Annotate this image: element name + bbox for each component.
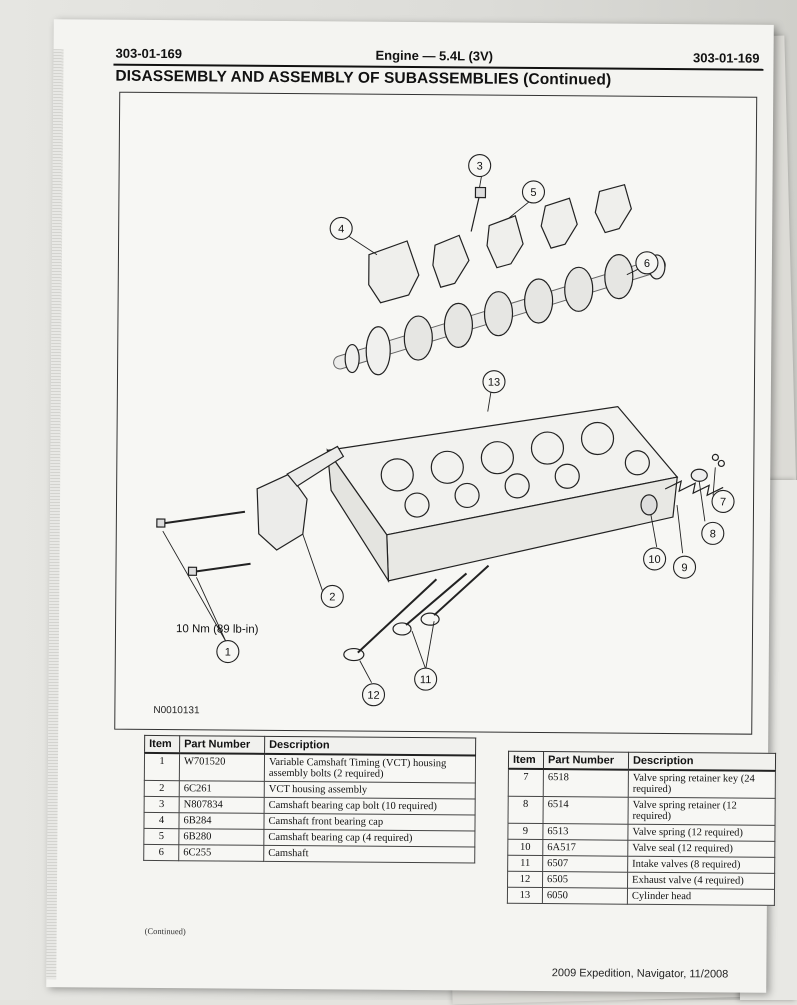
description-cell: Intake valves (8 required) — [627, 856, 775, 874]
torque-spec-label: 10 Nm (89 lb-in) — [175, 623, 259, 636]
page-number-left: 303-01-169 — [115, 45, 183, 62]
description-cell: Variable Camshaft Timing (VCT) housing a… — [264, 753, 476, 784]
item-cell: 8 — [508, 796, 544, 824]
bearing-cap-bolt-drawing — [470, 186, 487, 232]
item-cell: 13 — [507, 887, 543, 904]
table-row: 7 6518 Valve spring retainer key (24 req… — [508, 768, 776, 799]
part-number-cell: W701520 — [179, 753, 265, 782]
column-header-part-number: Part Number — [179, 735, 265, 754]
item-cell: 3 — [144, 796, 180, 813]
table-row: 8 6514 Valve spring retainer (12 require… — [508, 796, 776, 826]
item-cell: 2 — [144, 780, 180, 797]
item-cell: 1 — [144, 752, 180, 781]
camshaft-drawing — [333, 254, 666, 376]
column-header-item: Item — [144, 735, 180, 754]
header-engine-title: Engine — 5.4L (3V) — [375, 47, 494, 64]
table-row: 13 6050 Cylinder head — [507, 887, 775, 906]
page-number-right: 303-01-169 — [692, 50, 760, 66]
manual-page: 303-01-169 Engine — 5.4L (3V) 303-01-169… — [46, 19, 777, 993]
part-number-cell: 6A517 — [542, 839, 628, 857]
part-number-cell: 6B284 — [178, 812, 265, 830]
description-cell: Camshaft bearing cap (4 required) — [263, 829, 475, 848]
callout-3: 3 — [477, 161, 483, 173]
description-cell: Camshaft bearing cap bolt (10 required) — [264, 797, 476, 816]
callout-11: 11 — [420, 674, 432, 686]
description-cell: Valve spring retainer (12 required) — [628, 797, 776, 826]
vct-bolts-drawing — [156, 510, 251, 576]
part-number-cell: 6050 — [542, 887, 628, 905]
cylinder-head-drawing — [326, 405, 679, 584]
item-cell: 10 — [507, 839, 543, 856]
description-cell: Camshaft — [263, 845, 475, 864]
item-cell: 5 — [143, 828, 179, 845]
item-cell: 6 — [143, 844, 179, 861]
parts-table-right: Item Part Number Description 7 6518 Valv… — [506, 750, 777, 906]
callout-7: 7 — [720, 496, 726, 508]
part-number-cell: 6C261 — [179, 780, 265, 798]
part-number-cell: 6514 — [543, 796, 629, 825]
callout-10: 10 — [648, 554, 660, 566]
description-cell: Camshaft front bearing cap — [263, 813, 476, 832]
part-number-cell: 6513 — [542, 823, 629, 841]
callout-5: 5 — [530, 187, 536, 199]
description-cell: VCT housing assembly — [264, 781, 476, 800]
description-cell: Cylinder head — [627, 888, 775, 906]
table-header-row: Item Part Number Description — [508, 751, 776, 771]
exploded-view-figure: 1 2 3 4 5 6 7 8 9 10 11 12 13 10 Nm (89 … — [114, 91, 758, 735]
item-cell: 12 — [507, 871, 543, 888]
table-row: 1 W701520 Variable Camshaft Timing (VCT)… — [144, 752, 476, 784]
item-cell: 4 — [143, 812, 180, 829]
continued-note: (Continued) — [144, 925, 186, 937]
callout-6: 6 — [644, 258, 650, 270]
description-cell: Valve seal (12 required) — [627, 840, 775, 858]
callout-8: 8 — [710, 528, 716, 540]
part-number-cell: N807834 — [179, 796, 265, 814]
section-title: DISASSEMBLY AND ASSEMBLY OF SUBASSEMBLIE… — [115, 67, 612, 89]
part-number-cell: 6C255 — [178, 844, 264, 862]
description-cell: Exhaust valve (4 required) — [627, 872, 775, 890]
footer-vehicle-info: 2009 Expedition, Navigator, 11/2008 — [551, 967, 729, 981]
callout-13: 13 — [488, 377, 500, 389]
callout-4: 4 — [338, 223, 344, 235]
callout-2: 2 — [329, 591, 335, 603]
part-number-cell: 6507 — [542, 855, 628, 873]
table-row: 6 6C255 Camshaft — [143, 844, 475, 864]
description-cell: Valve spring retainer key (24 required) — [628, 769, 776, 799]
column-header-description: Description — [628, 752, 776, 771]
valves-drawing — [343, 564, 490, 662]
part-number-cell: 6B280 — [178, 828, 264, 846]
callout-9: 9 — [681, 562, 687, 574]
item-cell: 9 — [507, 823, 544, 840]
bearing-caps-drawing — [368, 183, 632, 304]
column-header-part-number: Part Number — [543, 751, 629, 770]
exploded-diagram: 1 2 3 4 5 6 7 8 9 10 11 12 13 — [156, 153, 735, 707]
item-cell: 7 — [508, 768, 544, 797]
column-header-item: Item — [508, 751, 544, 770]
column-header-description: Description — [264, 736, 476, 756]
parts-table-left: Item Part Number Description 1 W701520 V… — [143, 734, 477, 864]
description-cell: Valve spring (12 required) — [627, 824, 776, 842]
part-number-cell: 6518 — [543, 769, 629, 798]
part-number-cell: 6505 — [542, 871, 628, 889]
vct-housing-drawing — [256, 445, 345, 551]
figure-id: N0010131 — [153, 704, 200, 717]
item-cell: 11 — [507, 855, 543, 872]
callout-12: 12 — [367, 690, 379, 702]
callout-1: 1 — [225, 647, 231, 659]
